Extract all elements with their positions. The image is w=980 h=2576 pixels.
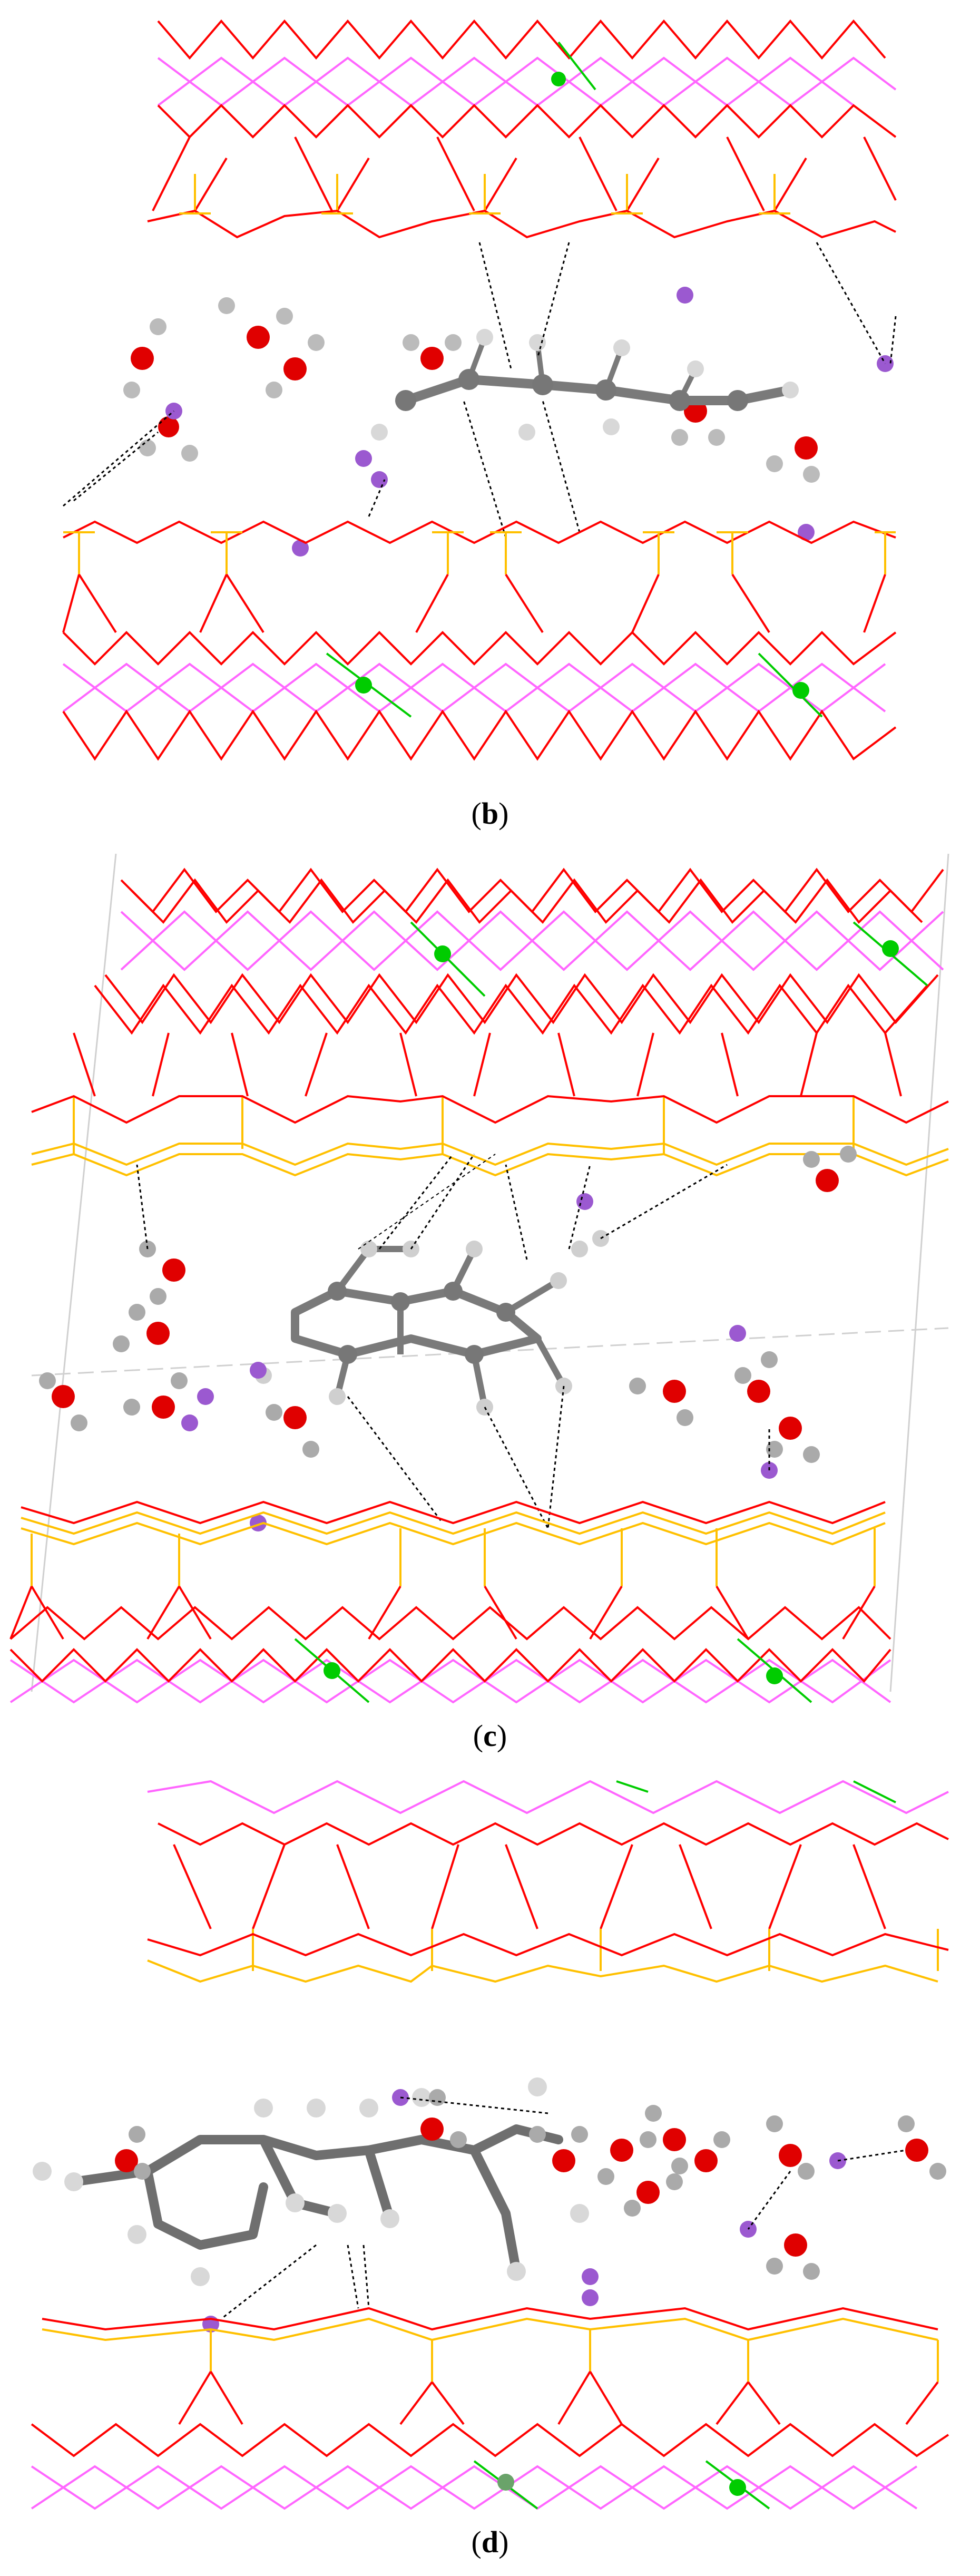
upper-mg-d — [616, 1780, 896, 1803]
water-molecules — [123, 297, 820, 483]
panel-d-structure — [31, 1780, 949, 2510]
lower-mg-atoms-c — [294, 1638, 812, 1703]
lower-tetrahedral-sheet — [62, 520, 896, 633]
panel-b-letter: b — [481, 796, 499, 831]
hydrogen-bonds-c — [136, 1154, 770, 1529]
lower-mg-d — [473, 2460, 770, 2510]
organic-molecule-d — [33, 2077, 589, 2286]
lower-octahedral-sheet — [62, 631, 897, 761]
upper-clay-layer — [31, 867, 949, 1177]
upper-tetrahedral-sheet — [147, 136, 897, 239]
lower-clay-layer — [9, 1500, 891, 1704]
panel-d-caption: (d) — [471, 2525, 509, 2559]
lower-clay-layer-d — [31, 2307, 949, 2510]
panel-d: (d) — [0, 1771, 980, 2572]
upper-octahedral-sheet — [157, 19, 897, 139]
panel-b: (b) — [0, 0, 980, 831]
hydrogen-bonds-d — [221, 2096, 907, 2320]
upper-mg-atoms-c — [410, 921, 928, 997]
panel-c-caption: (c) — [473, 1719, 507, 1753]
upper-mg-atom — [551, 41, 596, 91]
water-molecules-d — [115, 2089, 946, 2280]
upper-clay-layer-d — [147, 1780, 949, 1983]
organic-molecule — [371, 329, 799, 441]
panel-b-structure — [62, 19, 897, 761]
sodium-ions — [165, 287, 894, 557]
panel-c-structure — [9, 853, 949, 1704]
hydrogen-bonds — [63, 242, 897, 538]
panel-c-letter: c — [483, 1719, 497, 1753]
organic-molecule-c — [255, 1230, 609, 1416]
panel-c: (c) — [0, 848, 980, 1753]
panel-d-letter: d — [481, 2525, 499, 2559]
sodium-ions-c — [181, 1193, 778, 1531]
lower-mg-atoms — [326, 652, 823, 718]
panel-b-caption: (b) — [471, 796, 509, 831]
water-molecules-c — [39, 1146, 857, 1463]
